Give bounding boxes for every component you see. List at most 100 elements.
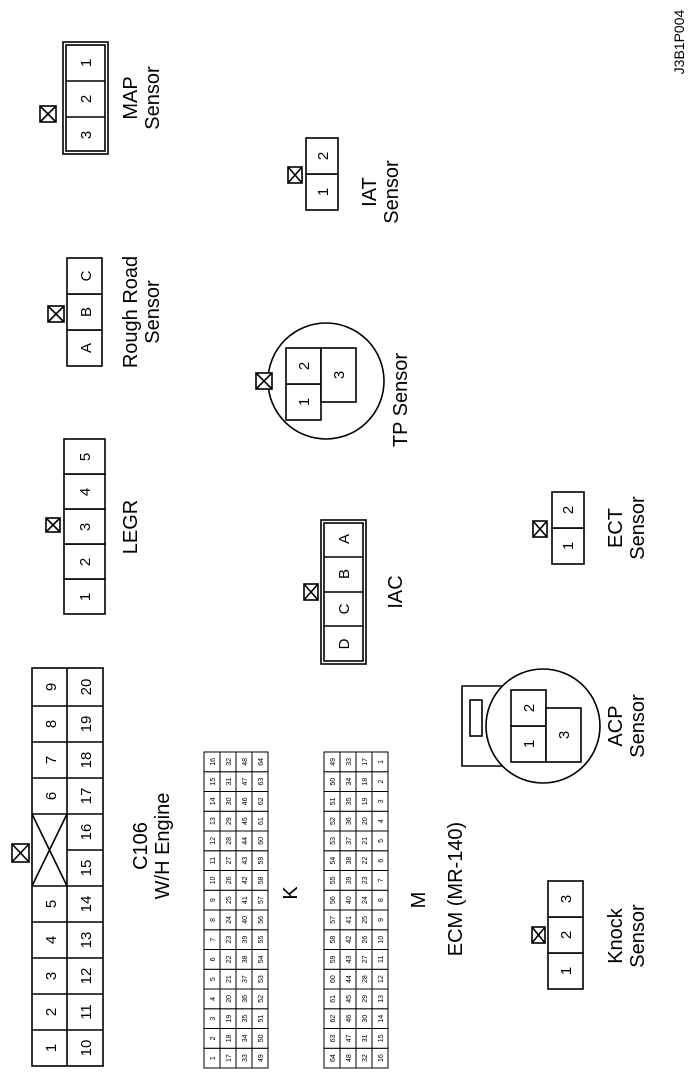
ecm-pin-number: 13: [210, 817, 217, 825]
knock-sensor-connector: 1 2 3 Knock Sensor: [531, 880, 649, 990]
ecm-pin-number: 35: [242, 1015, 249, 1023]
ecm-pin-number: 40: [242, 916, 249, 924]
ecm-pin-number: 64: [330, 1054, 337, 1062]
ecm-pin-number: 58: [258, 876, 265, 884]
svg-text:B: B: [336, 569, 353, 579]
ecm-pin-number: 7: [210, 938, 217, 942]
ecm-pin-number: 6: [210, 957, 217, 961]
ecm-pin-number: 34: [242, 1034, 249, 1042]
c106-connector: 1 2 3 4 5 6 7 8 9 10 11 12 13 14 15 16 1…: [11, 667, 174, 1067]
ecm-pin-number: 30: [226, 797, 233, 805]
ecm-pin-number: 5: [210, 977, 217, 981]
ecm-pin-number: 5: [378, 839, 385, 843]
ecm-pin-number: 54: [330, 857, 337, 865]
ecm-pin-number: 2: [210, 1036, 217, 1040]
ecm-pin-cell: [251, 751, 269, 773]
ecm-pin-number: 3: [378, 799, 385, 803]
latch-icon: [47, 305, 65, 323]
rough-road-label-2: Sensor: [142, 280, 164, 344]
ecm-pin-number: 19: [362, 797, 369, 805]
legr-label: LEGR: [120, 500, 142, 554]
map-pin: 1: [78, 59, 95, 67]
ecm-pin-number: 37: [346, 837, 353, 845]
ecm-pin-number: 18: [226, 1034, 233, 1042]
ecm-pin-number: 41: [346, 916, 353, 924]
ecm-pin-number: 19: [226, 1015, 233, 1023]
ecm-pin-number: 53: [258, 975, 265, 983]
ecm-pin-number: 43: [242, 857, 249, 865]
ecm-pin-number: 25: [226, 896, 233, 904]
ecm-pin-number: 52: [258, 995, 265, 1003]
ecm-pin-number: 2: [378, 780, 385, 784]
ecm-pin-number: 26: [226, 876, 233, 884]
ecm-pin-number: 15: [210, 778, 217, 786]
svg-text:5: 5: [77, 453, 94, 461]
ecm-pin-number: 27: [362, 955, 369, 963]
ecm-pin-number: 55: [330, 876, 337, 884]
svg-text:1: 1: [558, 967, 575, 975]
c106-label-2: W/H Engine: [152, 793, 174, 900]
svg-text:1: 1: [315, 188, 332, 196]
tp-sensor-connector: 1 2 3 TP Sensor: [255, 322, 412, 447]
ecm-pin-number: 4: [210, 997, 217, 1001]
svg-text:17: 17: [78, 788, 95, 805]
ecm-pin-number: 60: [330, 975, 337, 983]
ecm-pin-number: 62: [330, 1015, 337, 1023]
ecm-pin-number: 38: [242, 955, 249, 963]
svg-text:12: 12: [78, 968, 95, 985]
svg-text:3: 3: [558, 895, 575, 903]
svg-text:A: A: [78, 343, 95, 353]
ecm-pin-number: 24: [226, 916, 233, 924]
svg-text:16: 16: [78, 824, 95, 841]
c106-label: C106: [130, 822, 152, 870]
svg-text:6: 6: [43, 792, 60, 800]
map-pin: 3: [78, 131, 95, 139]
ecm-pin-number: 15: [378, 1034, 385, 1042]
ecm-pin-number: 11: [210, 857, 217, 864]
ecm-pin-number: 31: [362, 1034, 369, 1042]
ecm-pin-number: 11: [378, 956, 385, 963]
svg-text:20: 20: [78, 679, 95, 696]
svg-text:3: 3: [331, 371, 348, 379]
ecm-pin-number: 59: [258, 857, 265, 865]
rough-road-label: Rough Road: [120, 256, 142, 368]
iac-connector: D C B A IAC: [303, 519, 407, 665]
ecm-pin-number: 48: [242, 758, 249, 766]
map-label: MAP: [120, 76, 142, 119]
svg-text:9: 9: [43, 683, 60, 691]
ecm-pin-number: 40: [346, 896, 353, 904]
svg-text:4: 4: [43, 936, 60, 944]
svg-text:3: 3: [43, 972, 60, 980]
ecm-pin-number: 13: [378, 995, 385, 1003]
iat-label-2: Sensor: [381, 160, 403, 224]
ecm-pin-number: 43: [346, 955, 353, 963]
ecm-pin-number: 14: [210, 797, 217, 805]
ecm-label: ECM (MR-140): [445, 822, 467, 956]
iat-sensor-connector: 1 2 IAT Sensor: [287, 137, 403, 224]
map-label-2: Sensor: [142, 66, 164, 130]
ecm-pin-number: 50: [258, 1034, 265, 1042]
ecm-pin-number: 45: [346, 995, 353, 1003]
ecm-pin-number: 9: [378, 918, 385, 922]
svg-text:8: 8: [43, 720, 60, 728]
ecm-pin-number: 49: [330, 758, 337, 766]
ecm-pin-number: 49: [258, 1054, 265, 1062]
ecm-pin-number: 9: [210, 898, 217, 902]
ecm-pin-number: 26: [362, 936, 369, 944]
svg-text:3: 3: [556, 731, 573, 739]
ecm-pin-number: 36: [346, 817, 353, 825]
ecm-pin-number: 6: [378, 859, 385, 863]
ect-label: ECT: [605, 508, 627, 548]
svg-text:2: 2: [521, 704, 538, 712]
svg-text:7: 7: [43, 756, 60, 764]
ecm-pin-number: 48: [346, 1054, 353, 1062]
ecm-pin-number: 46: [242, 797, 249, 805]
ecm-pin-number: 24: [362, 896, 369, 904]
ecm-pin-number: 20: [362, 817, 369, 825]
ecm-pin-number: 39: [346, 876, 353, 884]
ecm-pin-number: 57: [330, 916, 337, 924]
ecm-pin-number: 42: [242, 876, 249, 884]
svg-text:2: 2: [43, 1008, 60, 1016]
ecm-pin-number: 50: [330, 778, 337, 786]
